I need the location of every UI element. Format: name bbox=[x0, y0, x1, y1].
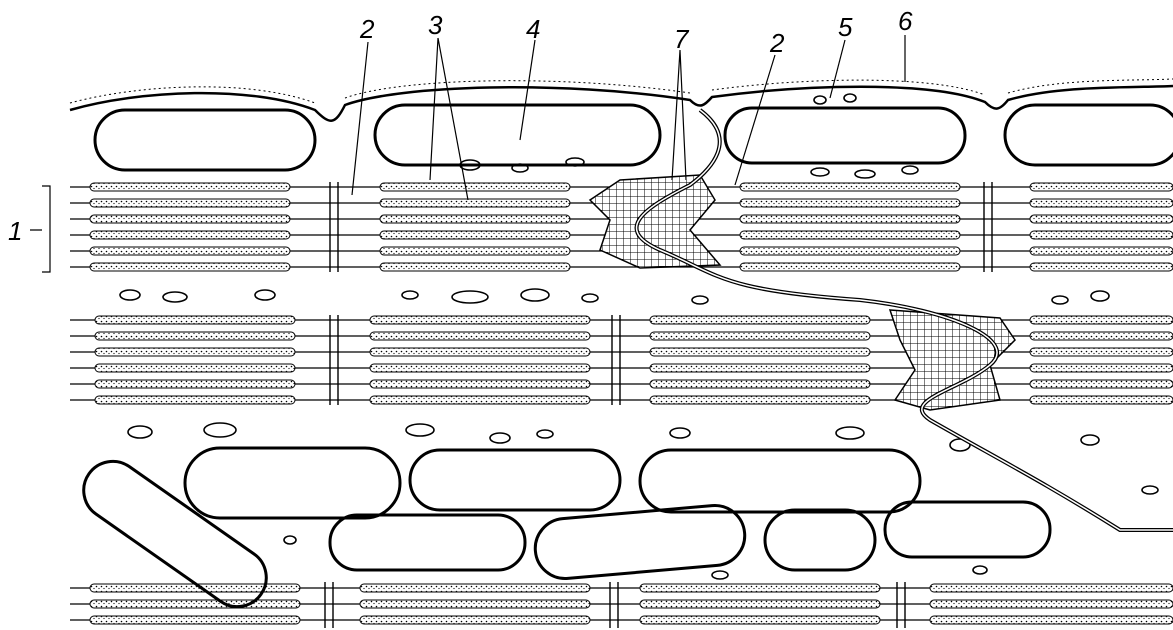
mitochondrion bbox=[330, 515, 525, 570]
label-6: 6 bbox=[898, 6, 913, 36]
mitochondrion bbox=[375, 105, 660, 165]
mitochondrion bbox=[533, 503, 747, 581]
mitochondrion bbox=[185, 448, 400, 518]
sarcolemma bbox=[70, 79, 1173, 121]
label-1: 1 bbox=[8, 216, 22, 246]
mitochondrion bbox=[885, 502, 1050, 557]
labels: 1 2 3 4 7 2 5 6 bbox=[8, 6, 913, 246]
mitochondrion bbox=[1005, 105, 1173, 165]
label-5: 5 bbox=[838, 12, 853, 42]
label-7: 7 bbox=[674, 24, 690, 54]
label-4: 4 bbox=[526, 14, 540, 44]
z-lines bbox=[330, 315, 620, 405]
mitochondrion bbox=[95, 110, 315, 170]
mitochondrion bbox=[765, 510, 875, 570]
mitochondrion bbox=[410, 450, 620, 510]
mitochondria-upper bbox=[95, 105, 1173, 170]
mitochondrion bbox=[725, 108, 965, 163]
mitochondrion bbox=[640, 450, 920, 512]
label-3: 3 bbox=[428, 10, 443, 40]
mitochondrion bbox=[72, 450, 277, 618]
myofibril-bundle-3 bbox=[70, 582, 1173, 628]
label-2b: 2 bbox=[769, 28, 785, 58]
label-2a: 2 bbox=[359, 14, 375, 44]
